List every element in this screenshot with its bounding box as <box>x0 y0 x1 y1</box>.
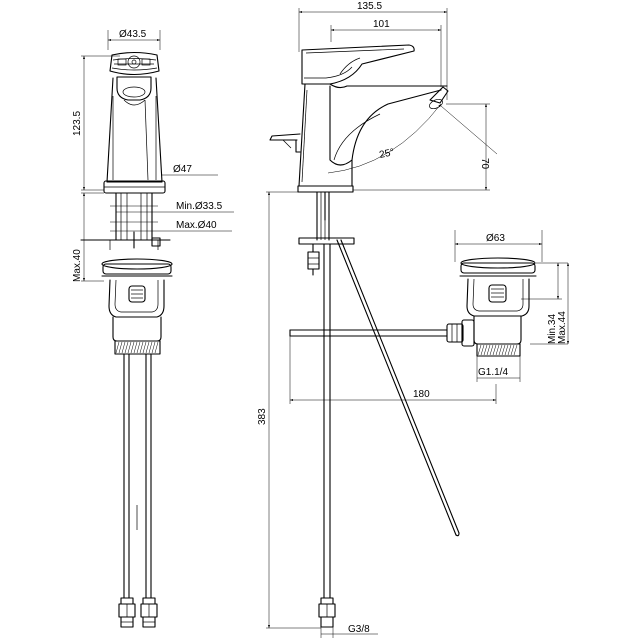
dim-diameter-top-label: Ø43.5 <box>119 29 147 40</box>
front-view: Ø43.5 123.5 <box>72 29 234 628</box>
dim-height-label: 123.5 <box>72 111 83 136</box>
side-view: 135.5 101 <box>257 1 498 638</box>
dim-diameter-base-label: Ø47 <box>173 164 192 175</box>
front-waste-valve <box>101 258 173 355</box>
dim-spout-angle-label: 25° <box>378 147 395 161</box>
side-mixer-body <box>269 44 449 193</box>
front-thread <box>115 341 159 354</box>
side-mounting <box>298 191 355 276</box>
dim-hose-length-label: 383 <box>257 408 268 425</box>
dim-max-hole-label: Max.Ø40 <box>176 220 217 231</box>
dim-waste-rod-label: 180 <box>413 389 430 400</box>
dim-min-hole-label: Min.Ø33.5 <box>176 201 223 212</box>
dim-waste-diameter-label: Ø63 <box>486 233 505 244</box>
dim-waste-thread-label: G1.1/4 <box>478 367 508 378</box>
dim-waste-min-label: Min.34 <box>547 314 558 344</box>
dim-waste-max-label: Max.44 <box>557 311 568 344</box>
waste-view: Ø63 <box>446 230 570 382</box>
front-handle <box>103 51 166 194</box>
dim-spout-height-label: 70 <box>479 158 490 170</box>
dim-max-thickness-label: Max.40 <box>72 249 83 282</box>
dim-hose-thread-label: G3/8 <box>348 624 370 635</box>
front-mounting <box>80 192 171 250</box>
pop-up-rod <box>336 239 460 537</box>
waste-rod <box>289 329 448 337</box>
front-hoses <box>118 353 158 628</box>
dim-spout-reach-label: 101 <box>373 19 390 30</box>
waste-body <box>446 257 537 357</box>
dim-total-length-label: 135.5 <box>357 1 382 12</box>
waste-thread <box>477 344 518 356</box>
side-hose <box>318 243 336 628</box>
